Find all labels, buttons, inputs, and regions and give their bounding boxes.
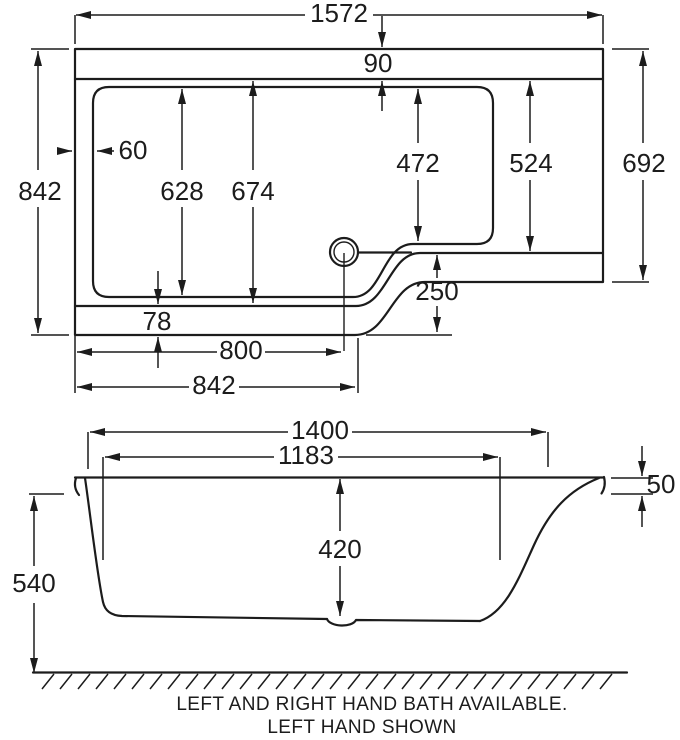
dim-rim-width-bottom: 78 — [143, 271, 172, 368]
dim-overall-height: 540 — [12, 493, 64, 673]
plan-view: 1572 842 692 90 60 — [18, 0, 665, 400]
dim-internal-depth: 420 — [318, 479, 362, 616]
dim-basin-inset-left: 60 — [57, 135, 147, 165]
caption-line-1: LEFT AND RIGHT HAND BATH AVAILABLE. — [176, 694, 567, 715]
dim-step-depth: 250 — [366, 255, 459, 336]
dim-label: 842 — [18, 176, 61, 206]
side-left-wall-and-bottom — [83, 476, 329, 621]
plan-rim-bottom-line — [73, 251, 605, 308]
side-view: 1400 1183 420 50 540 — [12, 415, 675, 690]
side-right-lip — [600, 475, 606, 495]
dim-rim-internal-depth: 674 — [231, 81, 275, 303]
plan-basin-outline — [91, 85, 495, 299]
dim-wide-section-length: 842 — [77, 338, 359, 400]
dim-waste-centre-offset: 800 — [74, 335, 341, 393]
dim-label: 628 — [160, 176, 203, 206]
dim-label: 692 — [622, 148, 665, 178]
dim-internal-length-bottom: 1183 — [102, 440, 501, 560]
dim-label: 540 — [12, 568, 55, 598]
dim-shower-basin-depth: 472 — [396, 89, 440, 241]
dim-label: 842 — [192, 370, 235, 400]
side-left-lip — [73, 476, 81, 497]
caption: LEFT AND RIGHT HAND BATH AVAILABLE. LEFT… — [176, 694, 567, 738]
dim-label: 1572 — [310, 0, 368, 28]
dim-shower-end-width: 692 — [612, 48, 666, 283]
dim-overall-width: 842 — [18, 48, 69, 336]
dim-label: 90 — [364, 48, 393, 78]
dim-label: 524 — [509, 148, 552, 178]
dim-label: 250 — [415, 276, 458, 306]
dim-label: 472 — [396, 148, 439, 178]
side-seat-curve — [478, 476, 601, 623]
dim-label: 50 — [647, 469, 676, 499]
dim-label: 674 — [231, 176, 274, 206]
dim-label: 78 — [143, 306, 172, 336]
side-waste-bump — [325, 617, 482, 627]
dim-label: 1400 — [291, 415, 349, 445]
floor-hatching — [41, 673, 613, 690]
plan-outer-outline — [73, 47, 605, 337]
dim-shower-rim-depth: 524 — [509, 81, 553, 251]
dim-basin-internal-depth: 628 — [160, 89, 204, 295]
dim-overall-length: 1572 — [74, 0, 604, 44]
dim-label: 420 — [318, 534, 361, 564]
dim-rim-width-top: 90 — [364, 16, 393, 111]
floor — [31, 671, 629, 690]
dim-label: 1183 — [278, 440, 334, 470]
caption-line-2: LEFT HAND SHOWN — [267, 717, 456, 738]
dim-internal-length-top: 1400 — [87, 415, 549, 469]
dim-label: 800 — [219, 335, 262, 365]
dim-label: 60 — [119, 135, 148, 165]
dim-rim-lip-depth: 50 — [611, 446, 675, 527]
